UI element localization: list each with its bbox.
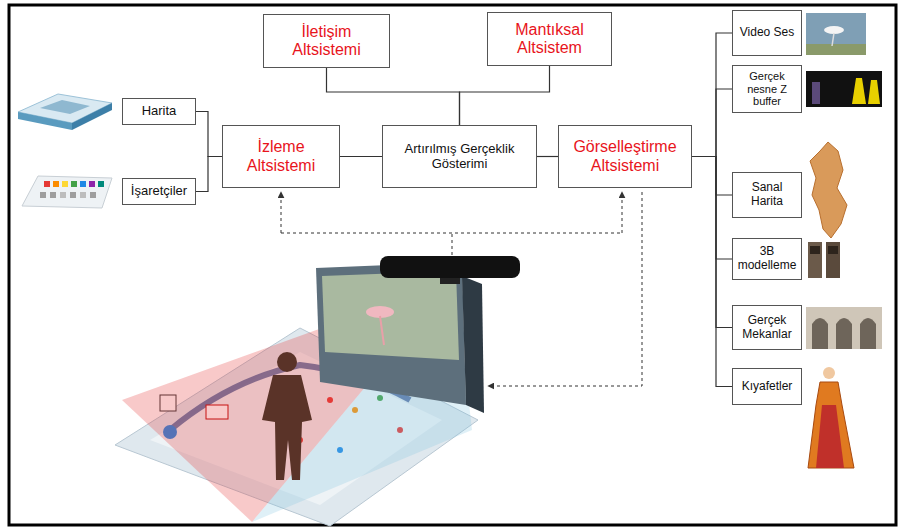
person-silhouette	[277, 352, 297, 372]
costume-figure	[808, 382, 854, 468]
marker-icon	[80, 181, 86, 187]
display-screen	[380, 316, 384, 345]
place-thumbnail	[836, 318, 852, 349]
node-label: İletişim Altsistemi	[268, 23, 385, 60]
person-silhouette	[262, 375, 312, 480]
map-thumbnail	[40, 100, 90, 114]
node-label: Görselleştirme Altsistemi	[563, 138, 687, 175]
video-thumbnail	[806, 13, 866, 55]
item-box: Harita	[122, 98, 196, 125]
costume-figure	[823, 367, 835, 379]
item-box: Sanal Harita	[732, 172, 802, 218]
marker-icon	[98, 181, 104, 187]
model-thumbnail	[808, 242, 822, 278]
connector-line	[327, 68, 460, 125]
display-screen	[322, 271, 459, 360]
subsystem-box: Görselleştirme Altsistemi	[558, 125, 692, 188]
bird-shape	[824, 26, 844, 34]
marker-sheet	[22, 176, 112, 208]
connector-line	[196, 157, 222, 192]
connector-line	[692, 33, 732, 157]
connector-line	[692, 157, 732, 387]
virtual-map-thumbnail	[810, 142, 847, 238]
place-thumbnail	[806, 307, 882, 349]
display-screen	[462, 276, 484, 413]
data-flow-arrow	[622, 192, 623, 233]
data-flow-line	[452, 233, 453, 255]
item-box: Video Ses	[732, 10, 802, 56]
marker-icon	[70, 192, 76, 198]
zbuffer-thumbnail	[806, 71, 882, 107]
marker-icon	[89, 181, 95, 187]
connector-line	[537, 156, 558, 157]
model-thumbnail	[810, 246, 820, 254]
item-box: Gerçek Mekanlar	[732, 305, 802, 350]
node-label: Sanal Harita	[737, 181, 797, 209]
data-flow-arrow	[488, 192, 642, 386]
item-box: 3B modelleme	[732, 238, 802, 280]
model-thumbnail	[826, 242, 840, 278]
node-label: Kıyafetler	[737, 380, 797, 394]
kinect-sensor	[380, 256, 520, 278]
place-thumbnail	[812, 318, 828, 349]
connector-line	[692, 157, 732, 260]
marker-icon	[80, 192, 86, 198]
bird-shape	[832, 33, 834, 46]
model-thumbnail	[828, 246, 838, 254]
node-label: İzleme Altsistemi	[227, 138, 335, 175]
marker-icon	[90, 192, 96, 198]
data-flow-line	[281, 233, 622, 234]
zbuffer-thumbnail	[868, 80, 880, 104]
node-label: Harita	[127, 104, 191, 119]
marker-icon	[62, 181, 68, 187]
connector-line	[692, 157, 732, 328]
node-label: Gerçek nesne Z buffer	[737, 70, 797, 108]
connector-line	[196, 112, 222, 157]
connector-line	[692, 157, 732, 196]
node-label: Gerçek Mekanlar	[737, 314, 797, 342]
connector-line	[692, 89, 732, 157]
place-thumbnail	[860, 318, 876, 349]
frame-border	[9, 5, 896, 525]
data-flow-arrow	[281, 192, 282, 233]
subsystem-box: İzleme Altsistemi	[222, 125, 340, 188]
node-label: Mantıksal Altsistem	[492, 21, 607, 58]
costume-figure	[816, 405, 844, 468]
node-label: 3B modelleme	[737, 245, 797, 273]
item-box: Artırılmış Gerçeklik Gösterimi	[382, 125, 537, 188]
marker-icon	[53, 181, 59, 187]
node-label: Video Ses	[737, 26, 797, 40]
marker-icon	[50, 192, 56, 198]
marker-icon	[60, 192, 66, 198]
connector-line	[340, 156, 382, 157]
marker-icon	[71, 181, 77, 187]
item-box: Kıyafetler	[732, 368, 802, 405]
item-box: İşaretçiler	[122, 178, 196, 205]
node-label: İşaretçiler	[127, 184, 191, 199]
zbuffer-thumbnail	[852, 78, 866, 104]
display-screen	[316, 262, 466, 405]
video-thumbnail	[806, 44, 866, 55]
item-box: Gerçek nesne Z buffer	[732, 65, 802, 113]
zbuffer-thumbnail	[812, 82, 820, 104]
map-thumbnail	[18, 112, 72, 130]
kinect-sensor	[440, 278, 460, 284]
subsystem-box: İletişim Altsistemi	[263, 14, 390, 68]
marker-icon	[40, 192, 46, 198]
subsystem-box: Mantıksal Altsistem	[487, 12, 612, 66]
node-label: Artırılmış Gerçeklik Gösterimi	[387, 142, 532, 172]
connector-line	[460, 66, 550, 125]
marker-icon	[44, 181, 50, 187]
